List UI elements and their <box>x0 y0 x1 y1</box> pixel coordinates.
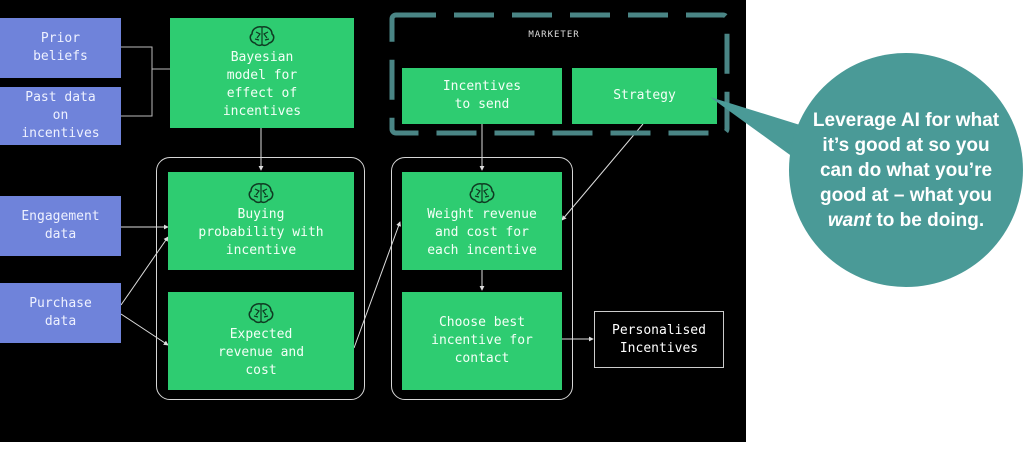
node-personalised-incentives: Personalised Incentives <box>594 311 724 368</box>
input-engagement-data: Engagement data <box>0 196 121 256</box>
brain-icon <box>248 183 274 204</box>
connectors <box>120 12 730 349</box>
decision-group <box>391 157 573 400</box>
node-bayesian-model: Bayesian model for effect of incentives <box>170 18 354 128</box>
callout-emphasis: want <box>827 209 872 231</box>
diagram-canvas: Prior beliefs Past data on incentives En… <box>0 0 746 442</box>
node-buying-probability: Buying probability with incentive <box>168 172 354 270</box>
marketer-label: MARKETER <box>528 30 580 40</box>
input-purchase-data: Purchase data <box>0 283 121 343</box>
node-choose-best: Choose best incentive for contact <box>402 292 562 390</box>
brain-icon <box>249 26 275 47</box>
connector-strategy-to-weight <box>561 123 644 221</box>
callout-bubble: Leverage AI for what it’s good at so you… <box>789 53 1023 287</box>
connector-prior-to-bayesian <box>121 46 170 70</box>
connector-pastdata-to-bayesian <box>121 69 153 117</box>
input-past-data: Past data on incentives <box>0 87 121 145</box>
brain-icon <box>248 303 274 324</box>
node-strategy: Strategy <box>572 68 717 124</box>
model-group <box>156 157 365 400</box>
node-incentives-to-send: Incentives to send <box>402 68 562 124</box>
connector-purchase-to-expected <box>120 313 169 346</box>
brain-icon <box>469 183 495 204</box>
marketer-group-border <box>389 12 730 136</box>
node-expected-revenue: Expected revenue and cost <box>168 292 354 390</box>
connector-purchase-to-buying <box>120 236 169 306</box>
input-prior-beliefs: Prior beliefs <box>0 18 121 78</box>
node-weight-revenue: Weight revenue and cost for each incenti… <box>402 172 562 270</box>
connector-expected-to-weight <box>353 221 401 349</box>
callout-text: Leverage AI for what it’s good at so you… <box>812 109 1000 231</box>
